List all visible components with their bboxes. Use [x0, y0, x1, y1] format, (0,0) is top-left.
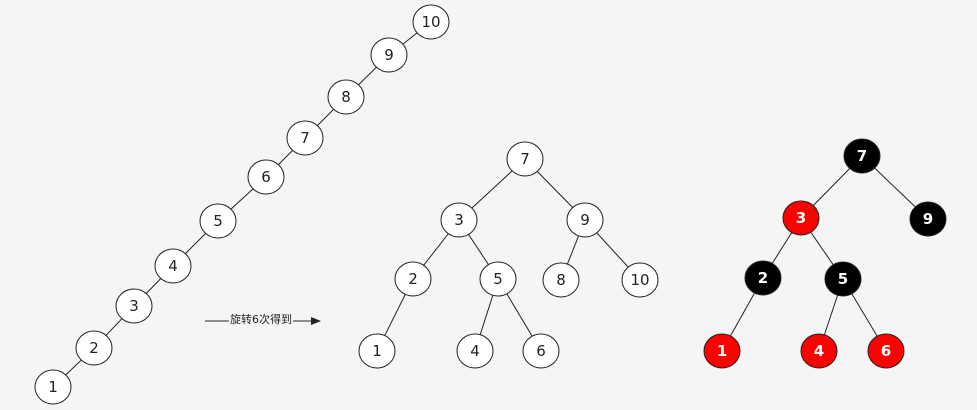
rotated-tree-node-6-label: 6 [536, 342, 546, 360]
rotated-tree-node-7: 7 [506, 141, 544, 177]
red-black-tree-node-3-label: 3 [796, 209, 806, 227]
original-chain-node-7-label: 7 [300, 129, 310, 147]
original-chain-node-6-label: 6 [261, 168, 271, 186]
red-black-tree-node-6: 6 [867, 333, 905, 369]
red-black-tree-node-5-circle [824, 261, 862, 297]
rotated-tree-node-1-circle [358, 333, 396, 369]
original-chain-node-8-label: 8 [341, 88, 351, 106]
red-black-tree-node-5: 5 [824, 261, 862, 297]
rotated-tree-node-5: 5 [479, 261, 517, 297]
red-black-tree-node-3: 3 [782, 200, 820, 236]
red-black-tree-node-4: 4 [800, 333, 838, 369]
red-black-tree-node-1-circle [703, 333, 741, 369]
original-chain-node-10-label: 10 [421, 13, 440, 31]
red-black-tree-node-6-label: 6 [881, 342, 891, 360]
red-black-tree-node-6-circle [867, 333, 905, 369]
original-chain-node-3: 3 [115, 288, 153, 324]
original-chain-node-7: 7 [286, 120, 324, 156]
original-chain-node-9: 9 [370, 37, 408, 73]
rotated-tree-node-5-label: 5 [493, 270, 503, 288]
red-black-tree-node-2-circle [744, 260, 782, 296]
red-black-tree-node-1-label: 1 [717, 342, 727, 360]
original-chain-node-3-label: 3 [129, 297, 139, 315]
red-black-tree-node-9-circle [909, 201, 947, 237]
rotated-tree-node-8-circle [542, 262, 580, 298]
rotated-tree-node-7-label: 7 [520, 150, 530, 168]
rotated-tree-node-10-label: 10 [630, 271, 649, 289]
rotated-tree-node-1-label: 1 [372, 342, 382, 360]
original-chain-node-10: 10 [412, 4, 450, 40]
original-chain-node-8: 8 [327, 79, 365, 115]
original-chain-node-7-circle [286, 120, 324, 156]
red-black-tree-node-2-label: 2 [758, 269, 768, 287]
red-black-tree-node-7: 7 [843, 138, 881, 174]
red-black-tree-node-1: 1 [703, 333, 741, 369]
original-chain-node-1-circle [34, 369, 72, 405]
rotated-tree-node-6: 6 [522, 333, 560, 369]
original-chain-node-2-label: 2 [89, 339, 99, 357]
rotated-tree-node-9-circle [566, 202, 604, 238]
rotated-tree-node-10: 10 [621, 262, 659, 298]
rotated-tree-node-7-circle [506, 141, 544, 177]
red-black-tree-node-3-circle [782, 200, 820, 236]
original-chain-node-9-label: 9 [384, 46, 394, 64]
nodes-layer: 10 9 8 7 6 5 4 3 2 1 7 3 9 2 5 8 10 1 4 6 7 3 9 2 5 1 4 6 [34, 4, 947, 405]
red-black-tree-node-5-label: 5 [838, 270, 848, 288]
rotated-tree-node-4-circle [456, 333, 494, 369]
rotated-tree-node-8-label: 8 [556, 271, 566, 289]
rotated-tree-node-3-circle [440, 202, 478, 238]
rotated-tree-node-9-label: 9 [580, 211, 590, 229]
original-chain-node-2: 2 [75, 330, 113, 366]
rotated-tree-node-2-circle [394, 261, 432, 297]
rotated-tree-node-10-circle [621, 262, 659, 298]
rotated-tree-node-1: 1 [358, 333, 396, 369]
rotated-tree-node-2: 2 [394, 261, 432, 297]
rotated-tree-node-2-label: 2 [408, 270, 418, 288]
arrow-label: 旋转6次得到 [229, 313, 293, 327]
original-chain-node-10-circle [412, 4, 450, 40]
red-black-tree-node-9-label: 9 [923, 210, 933, 228]
original-chain-node-6: 6 [247, 159, 285, 195]
red-black-tree-node-9: 9 [909, 201, 947, 237]
original-chain-node-4: 4 [154, 248, 192, 284]
original-chain-node-5: 5 [199, 203, 237, 239]
rotated-tree-node-6-circle [522, 333, 560, 369]
red-black-tree-node-2: 2 [744, 260, 782, 296]
rotated-tree-node-9: 9 [566, 202, 604, 238]
rotated-tree-node-3: 3 [440, 202, 478, 238]
original-chain-node-5-circle [199, 203, 237, 239]
rotated-tree-node-8: 8 [542, 262, 580, 298]
rotated-tree-node-4: 4 [456, 333, 494, 369]
original-chain-node-1-label: 1 [48, 378, 58, 396]
original-chain-node-3-circle [115, 288, 153, 324]
rotated-tree-node-3-label: 3 [454, 211, 464, 229]
original-chain-node-1: 1 [34, 369, 72, 405]
original-chain-node-4-label: 4 [168, 257, 178, 275]
original-chain-node-2-circle [75, 330, 113, 366]
rotated-tree-node-4-label: 4 [470, 342, 480, 360]
red-black-tree-node-7-circle [843, 138, 881, 174]
rotated-tree-node-5-circle [479, 261, 517, 297]
red-black-tree-node-7-label: 7 [857, 147, 867, 165]
original-chain-node-6-circle [247, 159, 285, 195]
original-chain-node-4-circle [154, 248, 192, 284]
red-black-tree-node-4-circle [800, 333, 838, 369]
original-chain-node-9-circle [370, 37, 408, 73]
original-chain-node-5-label: 5 [213, 212, 223, 230]
original-chain-node-8-circle [327, 79, 365, 115]
red-black-tree-node-4-label: 4 [814, 342, 824, 360]
